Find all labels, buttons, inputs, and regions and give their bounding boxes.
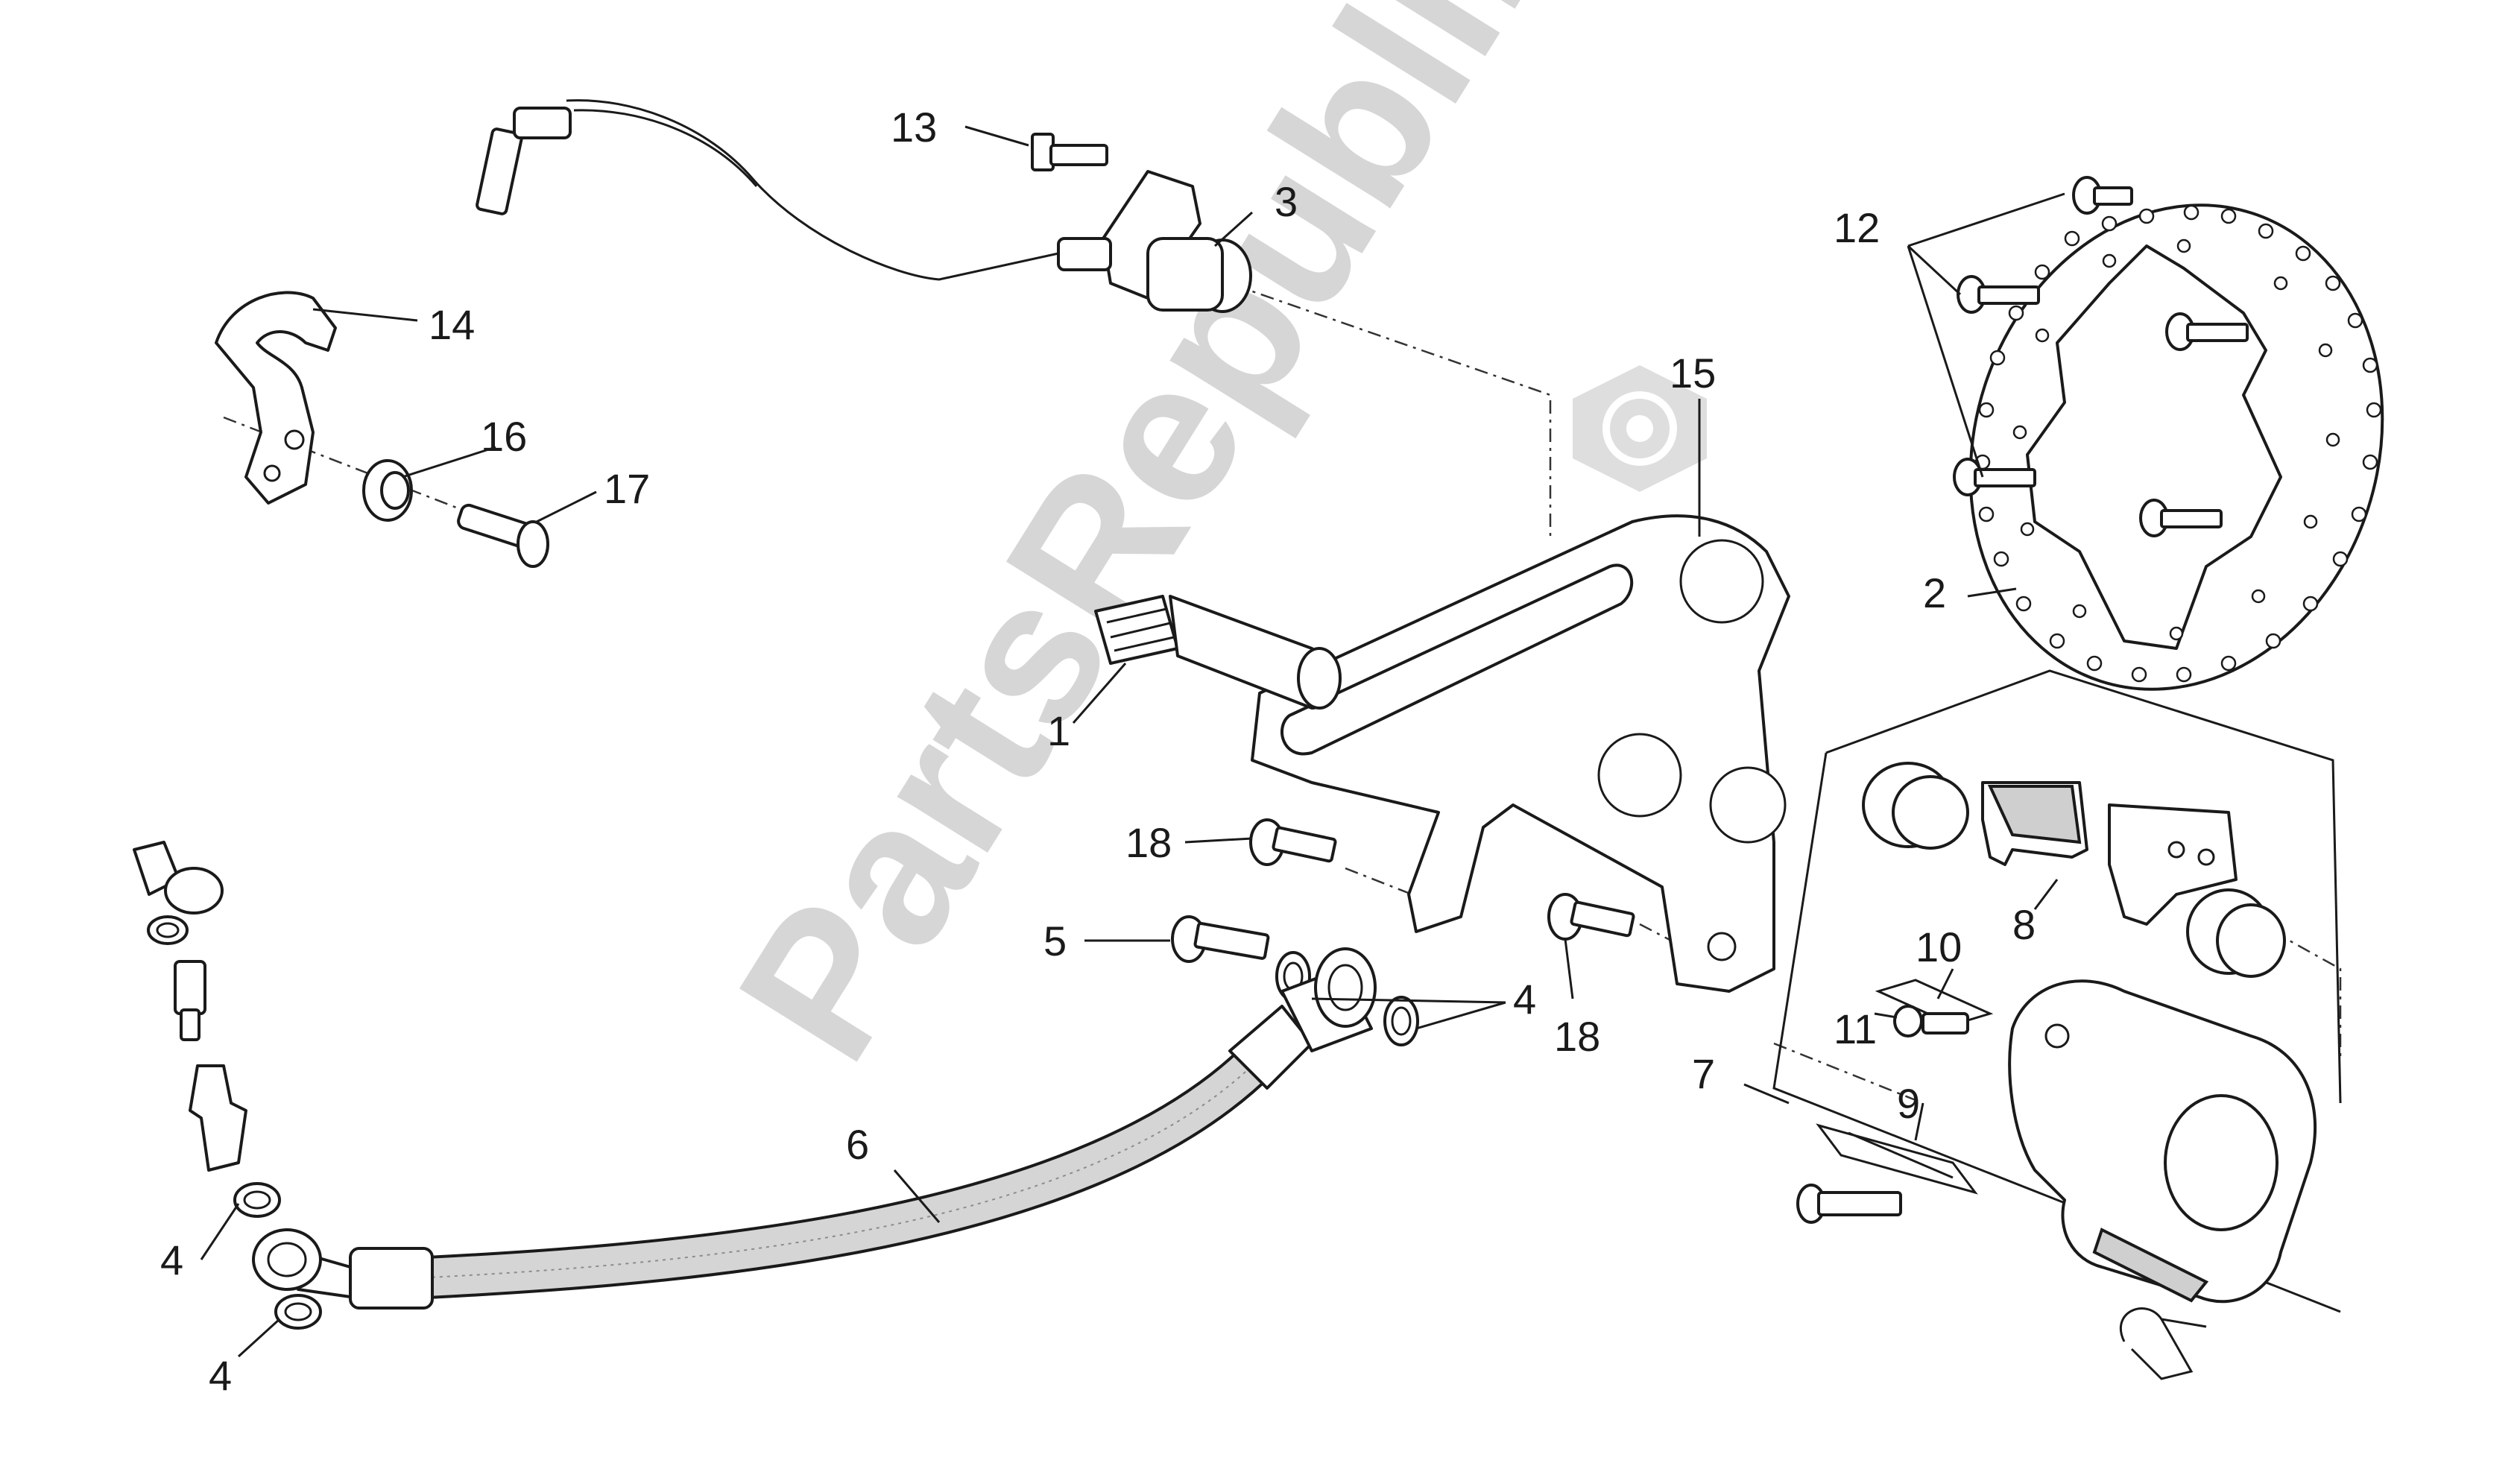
- callout-5: 5: [1043, 917, 1067, 964]
- callout-12: 12: [1834, 204, 1880, 251]
- bleed-screw-assembly: [1875, 979, 1994, 1037]
- callout-labels: 13 3 12 14 15 16 17 2 1 18 5 4 18 10 8 1…: [160, 104, 2036, 1399]
- caliper-body: [2008, 979, 2317, 1304]
- sealing-washer: [1383, 996, 1419, 1046]
- bracket-screw-lower: [1547, 893, 1635, 941]
- watermark-text: PartsRepublik: [696, 0, 1605, 1096]
- pin: [457, 503, 549, 568]
- callout-9: 9: [1897, 1080, 1920, 1127]
- brake-pad-front: [1981, 781, 2088, 866]
- callout-10: 10: [1916, 923, 1962, 970]
- callout-14: 14: [429, 301, 475, 348]
- hose-fittings: [133, 841, 247, 1172]
- spacer: [362, 459, 413, 522]
- disc-screw: [2139, 499, 2223, 537]
- sensor-screw: [1031, 133, 1108, 171]
- callout-18-upper: 18: [1125, 819, 1172, 866]
- disc-screw: [2072, 176, 2133, 215]
- callout-4-upper: 4: [160, 1236, 183, 1283]
- callout-7: 7: [1692, 1050, 1715, 1097]
- callout-16: 16: [481, 413, 527, 460]
- disc-holes: [1974, 204, 2382, 683]
- sealing-washer: [274, 1294, 322, 1330]
- bracket-screw-upper: [1249, 818, 1337, 866]
- caliper-piston-right: [2186, 888, 2286, 978]
- pad-spring-clip: [2119, 1307, 2207, 1380]
- gear-icon: [1573, 365, 1707, 492]
- brake-disc: [1968, 203, 2384, 691]
- disc-screws: [1953, 176, 2249, 537]
- callout-6: 6: [846, 1121, 869, 1168]
- callout-15: 15: [1670, 350, 1716, 397]
- bracket-pin: [1094, 595, 1342, 710]
- callout-4-banjo: 4: [1513, 976, 1536, 1023]
- disc-screw: [1957, 275, 2040, 314]
- leader-lines: [200, 125, 2065, 1358]
- wheel-speed-sensor: [476, 99, 1252, 313]
- callout-3: 3: [1275, 178, 1298, 225]
- banjo-bolt: [1171, 915, 1270, 963]
- callout-11: 11: [1834, 1005, 1877, 1052]
- sealing-washer: [233, 1182, 281, 1218]
- callout-2: 2: [1923, 569, 1946, 616]
- caliper-piston-left: [1862, 762, 1969, 850]
- disc-screw: [1953, 458, 2036, 496]
- caliper-pad-pin: [1816, 1123, 1978, 1195]
- brake-pad-rear: [2108, 803, 2238, 926]
- callout-17: 17: [604, 465, 650, 512]
- callout-13: 13: [891, 104, 937, 151]
- hose-guide-clamp: [215, 291, 337, 505]
- sealing-washer: [147, 915, 189, 945]
- disc-screw: [2165, 312, 2249, 351]
- callout-8: 8: [2012, 901, 2036, 948]
- caliper-mount-bolt: [1796, 1184, 1902, 1224]
- callout-1: 1: [1047, 707, 1070, 754]
- caliper-bracket: [1251, 514, 1790, 993]
- callout-4-lower: 4: [209, 1352, 232, 1399]
- callout-18-lower: 18: [1554, 1013, 1600, 1060]
